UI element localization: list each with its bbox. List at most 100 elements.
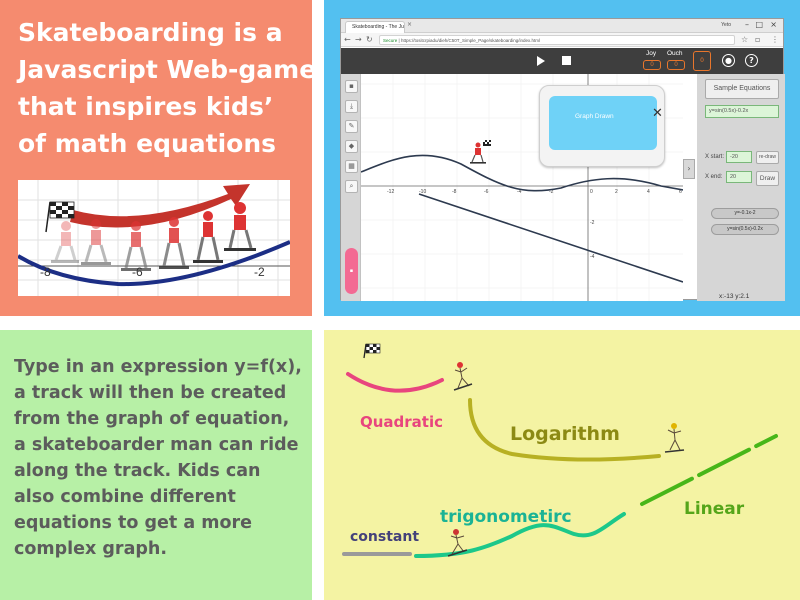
eraser-icon[interactable]: ◆ [345,140,358,153]
tracks-illustration: Quadratic Logarithm trigonometirc Linear… [342,343,778,558]
extension-icon[interactable]: ▫ [755,35,761,44]
x-tick: -8 [452,189,457,195]
x-start-label: X start: [705,154,725,160]
description-text: Type in an expression y=f(x), a track wi… [14,354,310,562]
graph-drawn-dialog: Graph Drawn ✕ [539,85,665,167]
minimize-icon[interactable]: – [745,20,749,29]
skater-icon [51,221,79,263]
linear-track [640,434,778,506]
window-user: Yeto [721,22,731,28]
tool-sidebar: ▪ ⤓ ✎ ◆ ▦ ⌕ ▪ [341,74,361,301]
headline-line: Skateboarding is a [18,18,283,47]
y-tick: -2 [590,220,595,226]
x-tick: -6 [484,189,489,195]
constant-label: constant [350,529,419,545]
equation-input[interactable]: y=sin(0.5x)-0.2x [705,105,779,118]
x-end-input[interactable]: 20 [726,171,752,183]
pencil-icon[interactable]: ✎ [345,120,358,133]
description-line: a track will then be created [14,383,287,403]
browser-navbar: ← → ↻ Secure | https://tositcrpiadu/dieh… [341,33,783,47]
headline-line: that inspires kids’ [18,92,274,121]
back-icon[interactable]: ← [344,35,351,44]
secure-label: Secure [383,38,398,43]
description-line: complex graph. [14,539,168,559]
x-tick: 6 [679,189,682,195]
description-line: equations to get a more [14,513,253,533]
headline-line: Javascript Web-game [18,55,312,84]
x-tick: -12 [387,189,394,195]
search-icon[interactable]: ⌕ [345,180,358,193]
headline: Skateboarding is a Javascript Web-game t… [18,14,312,162]
saved-equation[interactable]: y=sin(0.5x)-0.2x [711,224,779,235]
equation-panel: Sample Equations y=sin(0.5x)-0.2x X star… [697,74,785,301]
x-tick: -4 [517,189,522,195]
finish-flag-icon[interactable]: ▦ [345,160,358,173]
browser-titlebar: Skateboarding - The Ju × Yeto – □ × [341,19,783,33]
close-tab-icon[interactable]: × [407,21,413,28]
browser-menu-icon[interactable]: ⋮ [771,35,779,44]
download-icon[interactable]: ⤓ [345,100,358,113]
player-name: Ouch [667,50,683,57]
hero-axis-label: -8 [40,265,51,279]
browser-tab[interactable]: Skateboarding - The Ju [345,21,405,33]
logarithm-track [468,398,661,462]
hero-graph: -8 -6 -2 [18,180,290,296]
description-line: from the graph of equation, [14,409,290,429]
graph-svg: -12 -10 -8 -6 -4 -2 0 2 4 6 2 -2 -4 [361,74,683,301]
description-panel: Type in an expression y=f(x), a track wi… [0,330,312,600]
reload-icon[interactable]: ↻ [366,35,373,44]
headline-line: of math equations [18,129,277,158]
coordinates-readout: x:-13 y:2.1 [719,293,750,300]
app-screenshot-panel: Skateboarding - The Ju × Yeto – □ × ← → … [324,0,800,316]
description-line: a skateboarder man can ride [14,435,299,455]
track-types-panel: Quadratic Logarithm trigonometirc Linear… [324,330,800,600]
stop-icon[interactable] [562,56,571,65]
skater-icon [447,529,468,557]
sample-equations-button[interactable]: Sample Equations [705,79,779,99]
user-icon[interactable]: ● [722,54,735,67]
bookmark-star-icon[interactable]: ☆ [741,35,749,44]
skater-icon [121,221,151,271]
saved-equation[interactable]: y=-0.1x-2 [711,208,779,219]
redraw-button[interactable]: re-draw [756,151,779,164]
player-score: 0 [667,60,685,70]
question-mark-icon[interactable]: ? [745,54,758,67]
close-icon[interactable]: ✕ [652,106,663,121]
description-line: also combine different [14,487,236,507]
trig-label: trigonometirc [440,507,572,527]
app-topbar: Joy 0 Ouch 0 0 ● ? [341,48,783,74]
quadratic-label: Quadratic [360,413,443,431]
x-start-input[interactable]: -20 [726,151,752,163]
player-name: Joy [646,50,657,57]
trig-track [414,512,626,558]
logarithm-label: Logarithm [510,423,620,445]
red-arrow-icon [70,184,250,228]
play-icon[interactable] [537,56,545,66]
url-bar[interactable]: Secure | https://tositcrpiadu/dieh/C50T_… [379,35,735,45]
skater-icon [159,217,189,269]
player-score: 0 [643,60,661,70]
tab-title: Skateboarding - The Ju [352,24,404,30]
forward-icon[interactable]: → [355,35,362,44]
x-tick: -10 [419,189,426,195]
skater-icon [453,362,473,391]
draw-button[interactable]: Draw [756,171,779,186]
browser-window: Skateboarding - The Ju × Yeto – □ × ← → … [340,18,785,301]
x-tick: -2 [549,189,554,195]
x-end-label: X end: [705,174,723,180]
chevron-right-icon[interactable]: › [683,159,695,179]
save-icon[interactable]: ▪ [345,80,358,93]
maximize-icon[interactable]: □ [755,20,763,29]
skater-icon [224,202,256,251]
close-window-icon[interactable]: × [770,20,777,29]
skater-icon [193,211,223,263]
intro-panel: Skateboarding is a Javascript Web-game t… [0,0,312,316]
url-text: https://tositcrpiadu/dieh/C50T_Simple_Pa… [400,38,541,43]
description-line: Type in an expression y=f(x), [14,357,302,377]
pink-slider[interactable]: ▪ [345,248,358,294]
y-tick: -4 [590,254,595,260]
x-tick: 0 [590,189,593,195]
hero-axis-label: -6 [132,265,143,279]
x-tick: 2 [615,189,618,195]
description-line: along the track. Kids can [14,461,261,481]
